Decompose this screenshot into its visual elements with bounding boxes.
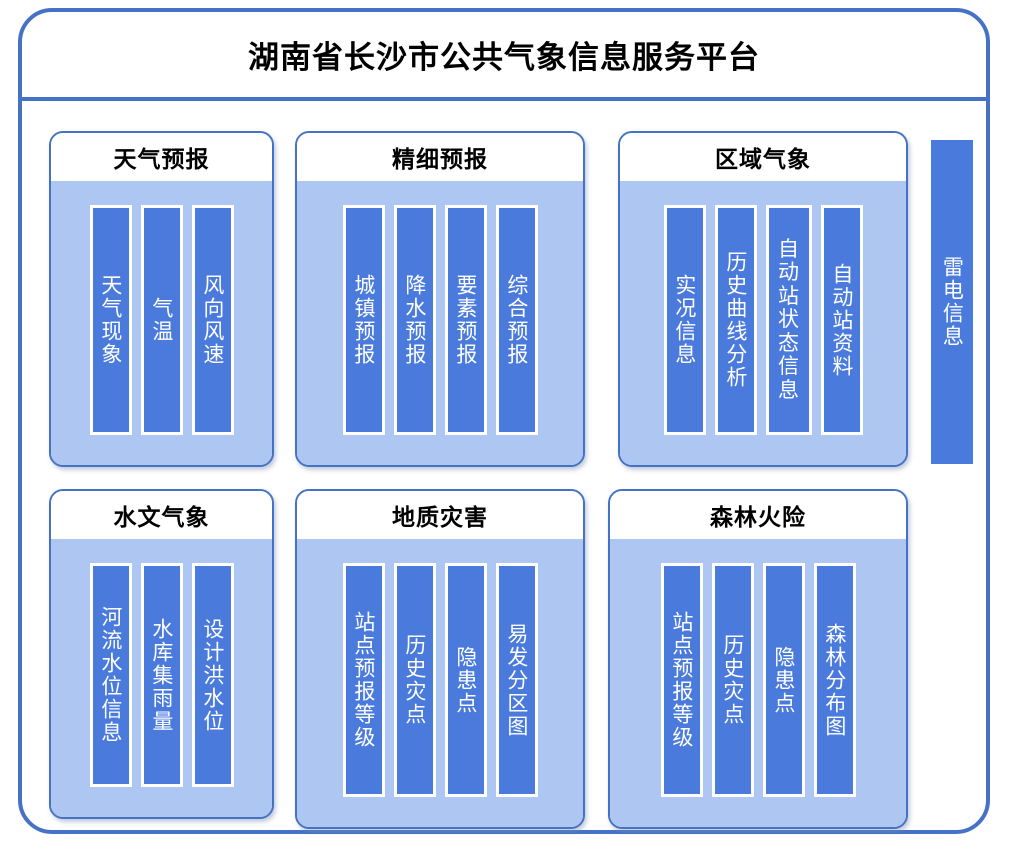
panel-title: 精细预报 (392, 147, 488, 173)
item-label: 森林分布图 (822, 622, 847, 738)
item-comprehensive-forecast[interactable]: 综合预报 (495, 205, 538, 435)
panel-hydro-meteorology[interactable]: 水文气象 河流水位信息 水库集雨量 设计洪水位 (49, 489, 274, 819)
item-historical-disaster-points[interactable]: 历史灾点 (711, 563, 754, 797)
item-susceptibility-zoning-map[interactable]: 易发分区图 (495, 563, 538, 797)
panel-title: 区域气象 (715, 147, 811, 173)
item-label: 综合预报 (504, 274, 529, 366)
item-label: 自动站状态信息 (778, 236, 799, 402)
panel-weather-forecast[interactable]: 天气预报 天气现象 气温 风向风速 (49, 131, 274, 467)
item-label: 站点预报等级 (351, 611, 376, 749)
item-weather-phenomenon[interactable]: 天气现象 (89, 205, 132, 435)
panel-title: 地质灾害 (392, 505, 488, 531)
item-river-water-level[interactable]: 河流水位信息 (89, 563, 132, 787)
item-label: 河流水位信息 (98, 606, 123, 744)
panel-regional-meteorology[interactable]: 区域气象 实况信息 历史曲线分析 自动站状态信息 自动站资料 (618, 131, 908, 467)
item-auto-station-data[interactable]: 自动站资料 (820, 205, 863, 435)
item-label: 易发分区图 (504, 622, 529, 738)
item-historical-disaster-points[interactable]: 历史灾点 (393, 563, 436, 797)
panel-header-geological-hazard: 地质灾害 (297, 491, 583, 539)
item-station-forecast-level[interactable]: 站点预报等级 (342, 563, 385, 797)
item-label: 降水预报 (402, 274, 427, 366)
item-live-information[interactable]: 实况信息 (663, 205, 706, 435)
panel-header-weather-forecast: 天气预报 (51, 133, 272, 181)
item-label: 历史灾点 (720, 634, 745, 726)
item-label: 实况信息 (672, 274, 697, 366)
panel-header-fine-forecast: 精细预报 (297, 133, 583, 181)
item-forest-distribution-map[interactable]: 森林分布图 (813, 563, 856, 797)
item-label: 风向风速 (200, 274, 225, 366)
panel-title: 森林火险 (710, 505, 806, 531)
panel-header-hydro-meteorology: 水文气象 (51, 491, 272, 539)
item-element-forecast[interactable]: 要素预报 (444, 205, 487, 435)
item-wind-direction-speed[interactable]: 风向风速 (191, 205, 234, 435)
panel-header-regional-meteorology: 区域气象 (620, 133, 906, 181)
item-label: 气温 (149, 297, 174, 343)
platform-title-bar: 湖南省长沙市公共气象信息服务平台 (22, 12, 986, 101)
page-title: 湖南省长沙市公共气象信息服务平台 (248, 40, 760, 76)
panel-header-forest-fire-risk: 森林火险 (610, 491, 906, 539)
item-label: 隐患点 (453, 645, 478, 715)
item-label: 天气现象 (98, 274, 123, 366)
panel-body-geological-hazard: 站点预报等级 历史灾点 隐患点 易发分区图 (297, 539, 583, 827)
item-precipitation-forecast[interactable]: 降水预报 (393, 205, 436, 435)
panel-body-weather-forecast: 天气现象 气温 风向风速 (51, 181, 272, 465)
item-label: 自动站资料 (829, 262, 854, 378)
item-label: 雷电信息 (940, 256, 965, 348)
panel-area: 天气预报 天气现象 气温 风向风速 精细预报 城镇预报 (22, 101, 986, 830)
item-hidden-danger-points[interactable]: 隐患点 (444, 563, 487, 797)
panel-body-fine-forecast: 城镇预报 降水预报 要素预报 综合预报 (297, 181, 583, 465)
platform-frame: 湖南省长沙市公共气象信息服务平台 天气预报 天气现象 气温 风向风速 (18, 8, 990, 834)
item-temperature[interactable]: 气温 (140, 205, 183, 435)
panel-geological-hazard[interactable]: 地质灾害 站点预报等级 历史灾点 隐患点 易发分区图 (295, 489, 585, 829)
panel-body-regional-meteorology: 实况信息 历史曲线分析 自动站状态信息 自动站资料 (620, 181, 906, 465)
item-label: 设计洪水位 (200, 617, 225, 733)
item-town-forecast[interactable]: 城镇预报 (342, 205, 385, 435)
item-label: 历史灾点 (402, 634, 427, 726)
item-label: 城镇预报 (351, 274, 376, 366)
item-hidden-danger-points[interactable]: 隐患点 (762, 563, 805, 797)
item-station-forecast-level[interactable]: 站点预报等级 (660, 563, 703, 797)
item-label: 水库集雨量 (149, 617, 174, 733)
item-lightning-information[interactable]: 雷电信息 (931, 140, 973, 464)
item-auto-station-status[interactable]: 自动站状态信息 (765, 205, 812, 435)
item-label: 要素预报 (453, 274, 478, 366)
panel-forest-fire-risk[interactable]: 森林火险 站点预报等级 历史灾点 隐患点 森林分布图 (608, 489, 908, 829)
item-design-flood-level[interactable]: 设计洪水位 (191, 563, 234, 787)
item-label: 隐患点 (771, 645, 796, 715)
item-historical-curve-analysis[interactable]: 历史曲线分析 (714, 205, 757, 435)
panel-title: 水文气象 (113, 505, 210, 531)
panel-body-hydro-meteorology: 河流水位信息 水库集雨量 设计洪水位 (51, 539, 272, 817)
item-reservoir-rainfall[interactable]: 水库集雨量 (140, 563, 183, 787)
panel-title: 天气预报 (113, 147, 210, 173)
panel-fine-forecast[interactable]: 精细预报 城镇预报 降水预报 要素预报 综合预报 (295, 131, 585, 467)
item-label: 历史曲线分析 (723, 251, 748, 389)
panel-body-forest-fire-risk: 站点预报等级 历史灾点 隐患点 森林分布图 (610, 539, 906, 827)
item-label: 站点预报等级 (669, 611, 694, 749)
